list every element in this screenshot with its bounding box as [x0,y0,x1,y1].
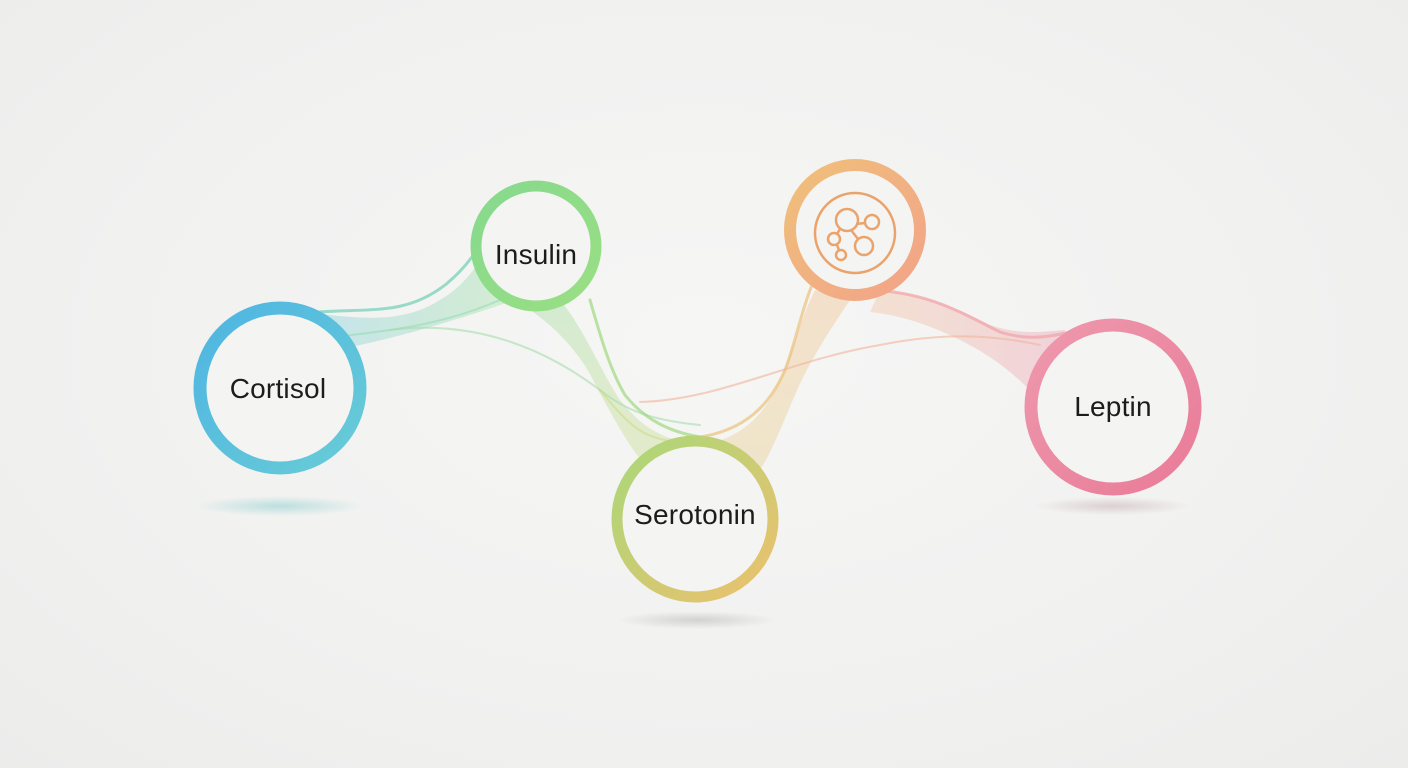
molecule-ring [784,159,926,301]
leptin-ring [1024,318,1202,496]
serotonin-shadow [617,611,777,629]
cortisol-ring [193,301,367,475]
node-cortisol[interactable]: Cortisol [193,301,367,475]
leptin-label: Leptin [1074,391,1152,422]
connector-webs [300,240,1065,470]
molecule-icon [813,191,897,275]
cortisol-label: Cortisol [230,373,327,404]
strand-serotonin-leptin [639,335,1041,403]
serotonin-label: Serotonin [634,499,756,530]
insulin-ring [470,180,602,312]
node-leptin[interactable]: Leptin [1024,318,1202,496]
cortisol-shadow [195,496,365,516]
insulin-label: Insulin [495,239,577,270]
node-molecule[interactable] [784,159,926,301]
connector-cortisol-insulin [300,240,515,347]
serotonin-ring [611,435,779,603]
node-insulin[interactable]: Insulin [470,180,602,312]
strand-cortisol-serotonin [389,326,701,426]
connector-molecule-leptin [870,290,1065,400]
strand-molecule-leptin [868,288,1072,339]
strand-insulin-serotonin [588,298,702,439]
leptin-shadow [1034,497,1190,515]
node-serotonin[interactable]: Serotonin [611,435,779,603]
connector-insulin-serotonin [530,300,700,470]
connector-serotonin-molecule [700,290,850,470]
